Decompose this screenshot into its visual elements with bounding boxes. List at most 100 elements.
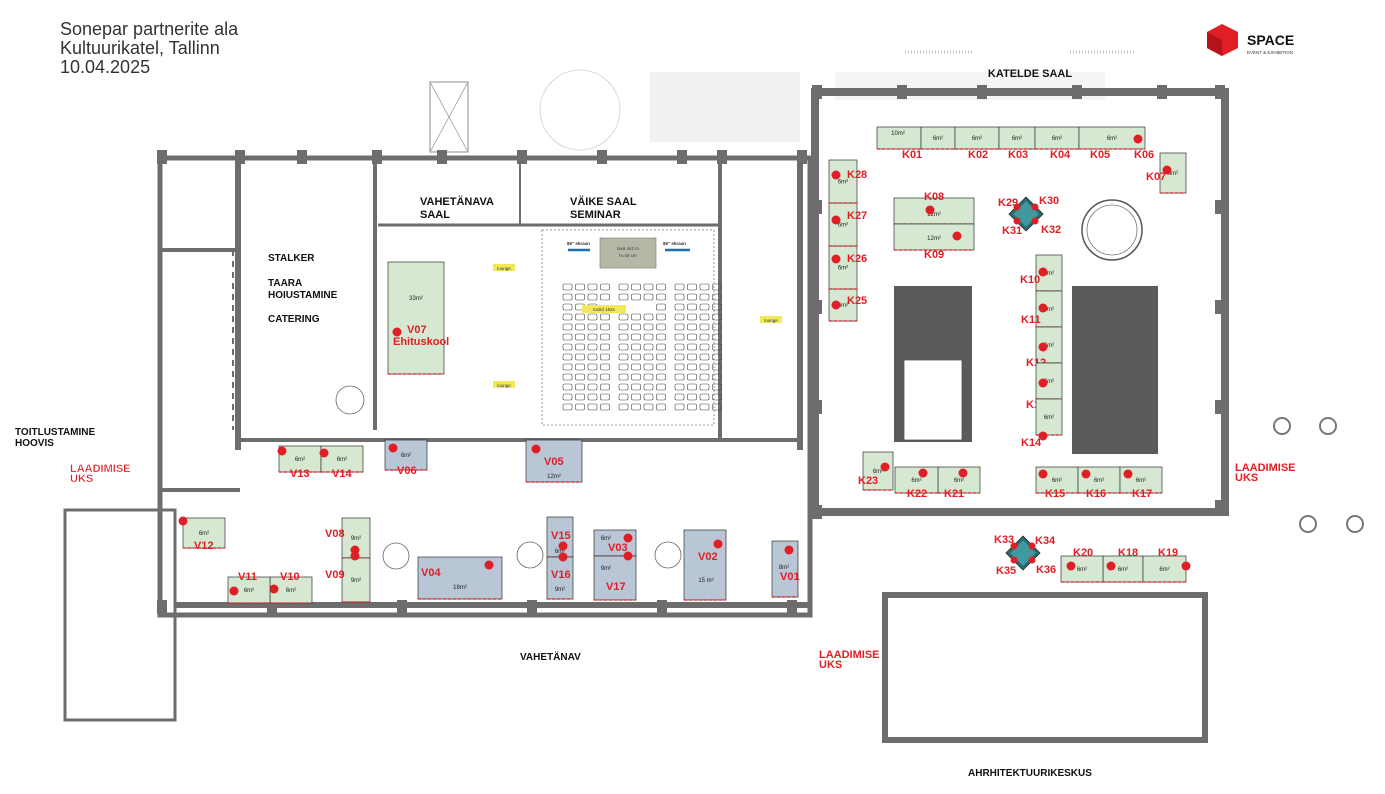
seat: [618, 343, 629, 351]
seat: [643, 333, 654, 341]
pillar: [812, 300, 822, 314]
seat: [587, 383, 598, 391]
seat: [618, 283, 629, 291]
booth-area[interactable]: [546, 556, 574, 600]
booth-code: V09: [325, 569, 345, 581]
seat: [643, 393, 654, 401]
booth-area[interactable]: [593, 555, 637, 601]
booth-code: K15: [1045, 488, 1065, 500]
booth-code: K03: [1008, 149, 1028, 161]
table-marker: [1013, 203, 1021, 211]
seat: [575, 353, 585, 361]
seat: [631, 333, 641, 341]
seat: [618, 293, 629, 301]
seat: [712, 353, 722, 361]
seat: [562, 323, 573, 331]
booth-area[interactable]: [828, 245, 858, 290]
seat: [656, 313, 666, 321]
pillars: [157, 85, 1225, 614]
booth-area[interactable]: [1035, 398, 1063, 436]
seat: [699, 303, 710, 311]
seat: [562, 283, 573, 291]
booth-area-label: 6m²: [244, 588, 254, 594]
seat: [674, 383, 685, 391]
booth-area-label: 6m²: [1044, 343, 1054, 349]
booth-area[interactable]: [320, 445, 364, 473]
booth-area[interactable]: [828, 202, 858, 247]
pillar: [657, 600, 667, 614]
booth-area[interactable]: [828, 159, 858, 204]
booth-area[interactable]: [894, 466, 939, 494]
booth-v11[interactable]: 6m² V11: [227, 571, 271, 604]
seat: [712, 343, 722, 351]
seat: [699, 383, 710, 391]
seat: [643, 283, 654, 291]
table-code: K31: [1002, 225, 1022, 237]
seat: [687, 363, 697, 371]
booth-code: K07: [1146, 171, 1166, 183]
booth-area[interactable]: [1077, 466, 1121, 494]
seat: [712, 313, 722, 321]
booth-area[interactable]: [387, 261, 445, 375]
booth-area[interactable]: [182, 517, 226, 549]
plan-header: Sonepar partnerite ala Kultuurikatel, Ta…: [60, 20, 238, 77]
pillar: [1215, 400, 1225, 414]
seat: [656, 283, 666, 291]
booth-code: V11: [238, 571, 257, 583]
seat: [712, 323, 722, 331]
booth-marker: [713, 539, 723, 549]
seat: [562, 353, 573, 361]
booth-area-label: 6m²: [1077, 567, 1087, 573]
pillar: [797, 150, 807, 164]
booth-marker: [1133, 134, 1143, 144]
booth-code: K16: [1086, 488, 1106, 500]
seat: [618, 363, 629, 371]
booth-area-label: 12m²: [927, 236, 941, 242]
booth-area[interactable]: [1142, 555, 1187, 583]
booth-area[interactable]: [546, 516, 574, 558]
seat: [600, 313, 610, 321]
seat: [562, 313, 573, 321]
booth-area[interactable]: [862, 451, 894, 491]
seat: [643, 323, 654, 331]
booth-area[interactable]: [341, 557, 371, 603]
